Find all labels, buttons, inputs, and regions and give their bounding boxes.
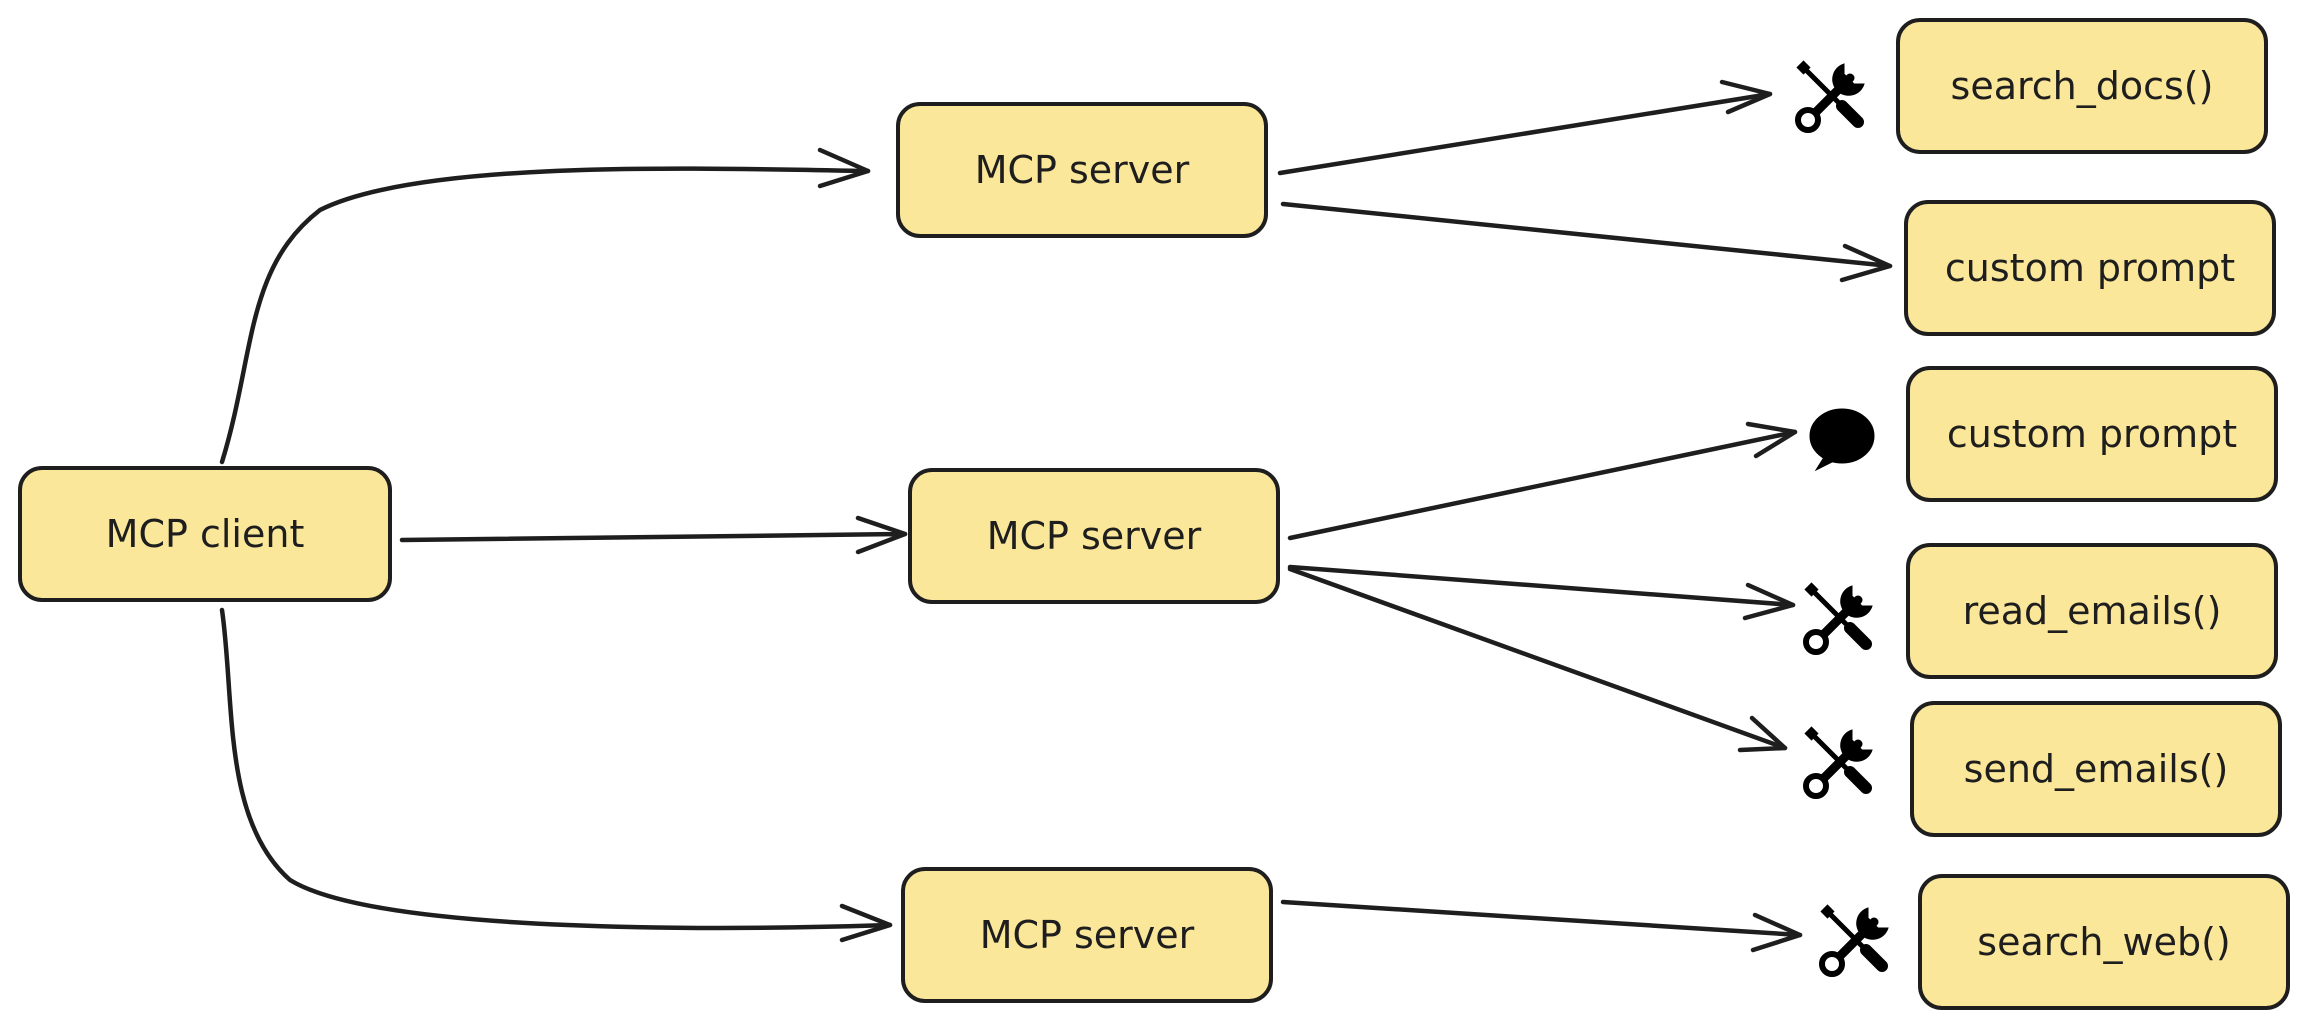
node-mcp-server-2[interactable]: MCP server [908, 468, 1280, 604]
node-mcp-server-1[interactable]: MCP server [896, 102, 1268, 238]
node-label: MCP server [980, 913, 1195, 957]
node-label: search_docs() [1951, 64, 2214, 108]
tools-icon [1805, 727, 1872, 796]
edge-server-2-to-read-emails [1287, 564, 1796, 621]
node-label: read_emails() [1963, 589, 2222, 633]
node-mcp-server-3[interactable]: MCP server [901, 867, 1273, 1003]
edge-server-2-to-custom-prompt-2 [1287, 421, 1798, 541]
node-custom-prompt-1[interactable]: custom prompt [1904, 200, 2276, 336]
speech-bubble-icon [1809, 408, 1875, 472]
tools-icon [1797, 61, 1864, 130]
edge-server-1-to-custom-prompt-1 [1280, 201, 1893, 283]
node-label: custom prompt [1945, 246, 2235, 290]
node-search-web[interactable]: search_web() [1918, 874, 2290, 1010]
node-label: custom prompt [1947, 412, 2237, 456]
node-label: MCP server [987, 514, 1202, 558]
node-read-emails[interactable]: read_emails() [1906, 543, 2278, 679]
node-custom-prompt-2[interactable]: custom prompt [1906, 366, 2278, 502]
node-label: search_web() [1977, 920, 2230, 964]
edge-server-2-to-send-emails [1287, 566, 1788, 753]
edge-client-to-server-1 [219, 147, 871, 465]
edge-client-to-server-3 [219, 607, 893, 943]
edge-client-to-server-2 [399, 515, 908, 555]
node-search-docs[interactable]: search_docs() [1896, 18, 2268, 154]
tools-icon [1821, 905, 1888, 974]
node-send-emails[interactable]: send_emails() [1910, 701, 2282, 837]
node-mcp-client[interactable]: MCP client [18, 466, 392, 602]
node-label: MCP server [975, 148, 1190, 192]
edge-server-3-to-search-web [1280, 899, 1803, 953]
edge-server-1-to-search-docs [1277, 79, 1773, 176]
node-label: send_emails() [1964, 747, 2229, 791]
tools-icon [1805, 583, 1872, 652]
node-label: MCP client [106, 512, 305, 556]
